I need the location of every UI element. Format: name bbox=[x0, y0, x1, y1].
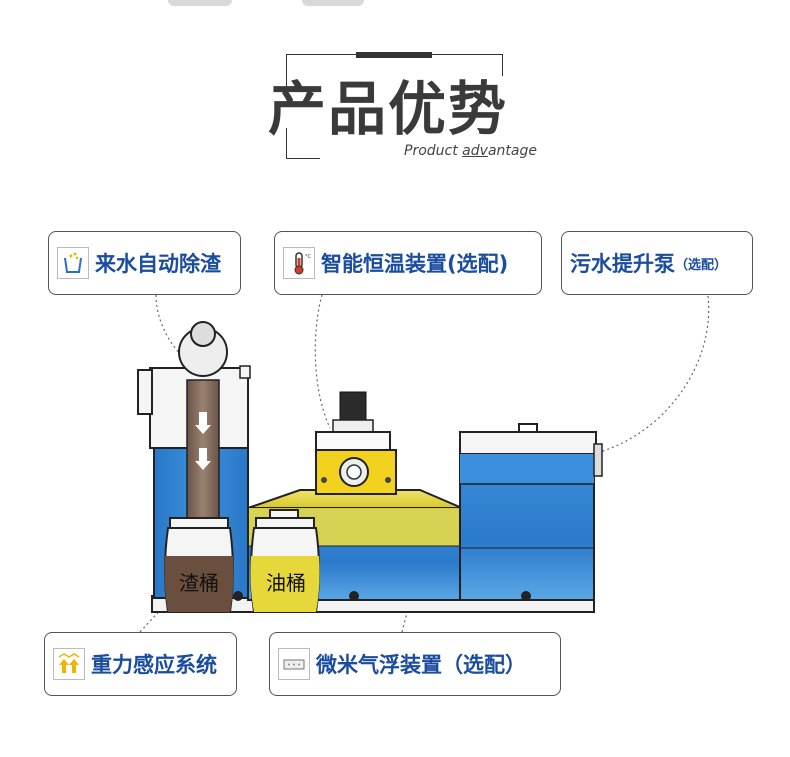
left-tank-flange bbox=[137, 369, 153, 415]
drain-valve-1 bbox=[233, 591, 243, 601]
slag-bucket: 渣桶 bbox=[164, 517, 234, 613]
page-title: 产品优势 bbox=[268, 75, 509, 143]
thermometer-icon: °C bbox=[283, 247, 315, 279]
leader-lift-pump bbox=[599, 295, 710, 453]
title-accent-bar bbox=[356, 52, 432, 58]
drain-valves bbox=[233, 591, 531, 601]
slag-bucket-label: 渣桶 bbox=[179, 571, 219, 595]
heater-motor bbox=[339, 391, 367, 423]
feature-gravity-sensing-label: 重力感应系统 bbox=[91, 653, 217, 677]
left-tank-outlet bbox=[239, 365, 251, 379]
header-frame-top-right bbox=[502, 54, 503, 76]
heater-bolt-1 bbox=[321, 477, 327, 483]
flow-arrow-1 bbox=[195, 412, 211, 434]
heater-gauge-inner bbox=[346, 464, 362, 480]
air-plate-icon bbox=[278, 648, 310, 680]
feature-lift-pump-label: 污水提升泵 bbox=[570, 252, 675, 276]
feature-lift-pump: 污水提升泵 （选配） bbox=[561, 231, 753, 295]
drain-valve-3 bbox=[521, 591, 531, 601]
svg-text:°C: °C bbox=[305, 254, 312, 260]
header-frame-bottom bbox=[286, 158, 320, 159]
feature-lift-pump-small: （选配） bbox=[675, 257, 728, 273]
right-tank-pump-outlet bbox=[593, 443, 603, 477]
heater-bolt-2 bbox=[385, 477, 391, 483]
right-tank-water-top bbox=[460, 454, 594, 484]
right-tank-handle bbox=[518, 423, 538, 433]
slag-bucket-lid bbox=[169, 517, 229, 529]
right-tank-lid bbox=[459, 431, 597, 455]
leader-thermostat bbox=[314, 294, 331, 429]
oil-bucket-label: 油桶 bbox=[266, 571, 306, 595]
feature-micro-flotation-label: 微米气浮装置（选配） bbox=[316, 653, 526, 677]
water-filter-icon bbox=[57, 247, 89, 279]
feature-thermostat-label: 智能恒温装置(选配) bbox=[321, 252, 509, 276]
feature-gravity-sensing: 重力感应系统 bbox=[44, 632, 237, 696]
flow-arrow-2 bbox=[195, 448, 211, 470]
slag-bucket-fill bbox=[164, 556, 234, 612]
oil-bucket: 油桶 bbox=[250, 509, 320, 613]
feature-thermostat: °C 智能恒温装置(选配) bbox=[274, 231, 542, 295]
feature-auto-slag-label: 来水自动除渣 bbox=[95, 252, 221, 276]
top-decoration-right bbox=[302, 0, 364, 6]
header-frame-bottom-left-v bbox=[286, 128, 287, 159]
heater-box-top bbox=[315, 431, 391, 451]
oil-bucket-fill bbox=[250, 556, 320, 612]
header-frame-top-left bbox=[286, 54, 287, 94]
drain-valve-2 bbox=[349, 591, 359, 601]
oil-bucket-lid bbox=[255, 517, 315, 529]
flow-arrows bbox=[195, 412, 211, 470]
leader-gravity bbox=[139, 589, 181, 633]
gravity-arrows-icon bbox=[53, 648, 85, 680]
page-subtitle: Product advantage bbox=[404, 143, 537, 159]
top-decoration-left bbox=[168, 0, 232, 6]
subtitle-prefix: Product bbox=[404, 143, 463, 159]
subtitle-suffix: antage bbox=[487, 143, 537, 159]
feature-auto-slag: 来水自动除渣 bbox=[48, 231, 241, 295]
subtitle-underlined: adv bbox=[462, 143, 488, 159]
feature-micro-flotation: 微米气浮装置（选配） bbox=[269, 632, 561, 696]
inlet-pipe-mouth bbox=[190, 321, 216, 347]
